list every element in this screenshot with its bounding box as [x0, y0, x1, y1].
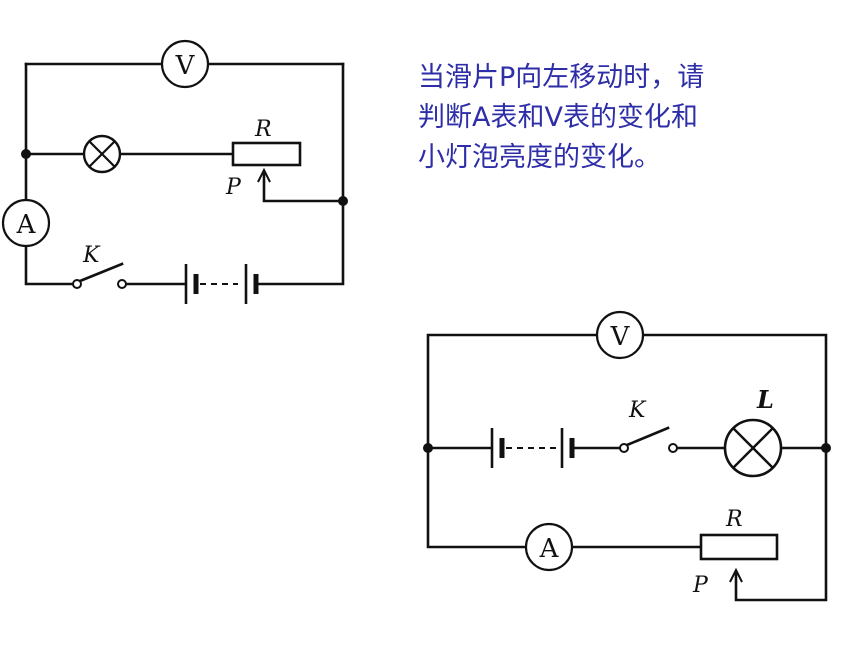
c1-voltmeter-label: V	[175, 51, 196, 81]
c1-left-wire-lower	[24, 244, 76, 286]
c2-switch-contact-right	[668, 443, 678, 453]
c1-voltmeter	[160, 39, 210, 89]
c2-slider-arrow	[729, 567, 743, 583]
question-line-1: 当滑片P向左移动时，请	[418, 62, 705, 93]
c2-ammeter	[524, 522, 574, 572]
c1-rheostat-label: R	[254, 117, 272, 142]
c1-junction-right	[338, 196, 348, 206]
c1-battery	[184, 264, 259, 304]
c2-junction-left	[423, 443, 433, 453]
c1-switch-contact-left	[72, 279, 82, 289]
c2-top-wire	[426, 333, 828, 450]
c2-battery	[490, 428, 575, 468]
c1-ammeter-label: A	[16, 210, 37, 240]
c1-switch-blade	[78, 262, 124, 283]
c1-switch-label: K	[82, 243, 101, 268]
c1-slider-label: P	[225, 175, 242, 200]
c2-switch-contact-left	[619, 443, 629, 453]
circuit-1: V A R P K	[1, 39, 348, 304]
c2-ammeter-label: A	[539, 534, 560, 564]
c1-right-wire	[256, 62, 345, 286]
c2-switch-label: K	[628, 398, 647, 423]
question-line-3: 小灯泡亮度的变化。	[418, 142, 661, 173]
c2-rheostat-label: R	[725, 507, 743, 532]
circuit-2: V A R P K L	[423, 310, 831, 602]
c2-junction-right	[821, 443, 831, 453]
c2-right-slider-wire	[734, 446, 828, 602]
c2-voltmeter	[595, 310, 645, 360]
c1-switch-contact-right	[117, 279, 127, 289]
c1-slider-arrow	[257, 167, 271, 183]
question-text: 当滑片P向左移动时，请 判断A表和V表的变化和 小灯泡亮度的变化。	[418, 58, 818, 178]
c2-switch-blade	[625, 426, 670, 447]
c1-rheostat	[231, 141, 302, 167]
question-line-2: 判断A表和V表的变化和	[418, 102, 698, 133]
c2-lamp-label: L	[756, 385, 774, 414]
c1-junction-left	[21, 149, 31, 159]
c1-lamp	[82, 134, 122, 174]
c2-voltmeter-label: V	[610, 322, 631, 352]
c2-rheostat	[699, 533, 779, 561]
c1-slider-wire	[262, 172, 345, 203]
c1-ammeter	[1, 198, 51, 248]
c2-lamp	[723, 418, 783, 478]
c2-bottom-wire	[426, 446, 702, 549]
c2-slider-label: P	[692, 573, 709, 598]
